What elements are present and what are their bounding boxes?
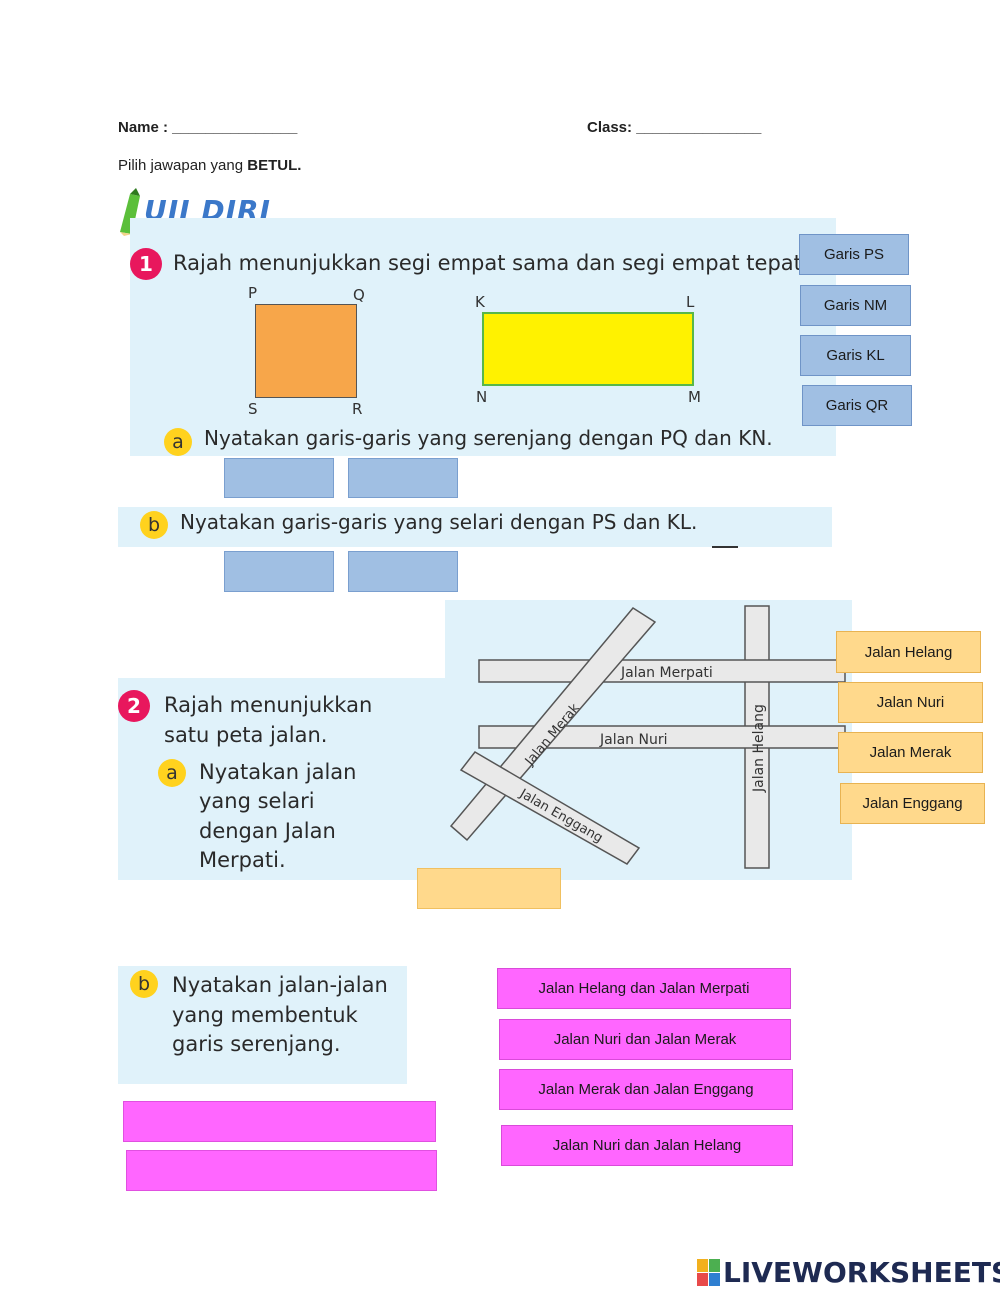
q1b-panel	[118, 507, 832, 547]
q1a-letter-badge: a	[164, 428, 192, 456]
name-field-label: Name : _______________	[118, 119, 298, 136]
q2b-line3: garis serenjang.	[172, 1032, 341, 1056]
label-l: L	[686, 293, 695, 311]
label-k: K	[475, 293, 485, 311]
option-garis-kl[interactable]: Garis KL	[800, 335, 911, 376]
q2-text-line1: Rajah menunjukkan	[164, 693, 373, 717]
q2b-line1: Nyatakan jalan-jalan	[172, 973, 388, 997]
q1b-answer-drop-2[interactable]	[348, 551, 458, 592]
q2a-line2: yang selari	[199, 789, 315, 813]
label-q: Q	[353, 286, 365, 304]
map-label-merpati: Jalan Merpati	[620, 665, 713, 681]
pencil-icon	[120, 188, 140, 236]
q2b-panel	[118, 966, 407, 1084]
label-s: S	[248, 400, 258, 418]
option-nuri-helang[interactable]: Jalan Nuri dan Jalan Helang	[501, 1125, 793, 1166]
q1b-answer-drop-1[interactable]	[224, 551, 334, 592]
q1a-answer-drop-1[interactable]	[224, 458, 334, 498]
option-garis-nm[interactable]: Garis NM	[800, 285, 911, 326]
option-nuri-merak[interactable]: Jalan Nuri dan Jalan Merak	[499, 1019, 791, 1060]
square-pqrs	[255, 304, 357, 398]
map-label-enggang: Jalan Enggang	[516, 786, 605, 846]
option-jalan-enggang[interactable]: Jalan Enggang	[840, 783, 985, 824]
option-jalan-nuri[interactable]: Jalan Nuri	[838, 682, 983, 723]
q2b-letter-badge: b	[130, 970, 158, 998]
option-merak-enggang[interactable]: Jalan Merak dan Jalan Enggang	[499, 1069, 793, 1110]
q2b-line2: yang membentuk	[172, 1003, 358, 1027]
label-n: N	[476, 388, 488, 406]
instruction: Pilih jawapan yang BETUL.	[118, 157, 302, 174]
option-jalan-merak[interactable]: Jalan Merak	[838, 732, 983, 773]
option-helang-merpati[interactable]: Jalan Helang dan Jalan Merpati	[497, 968, 791, 1009]
road-jalan-enggang	[459, 751, 641, 865]
liveworksheets-logo: LIVEWORKSHEETS	[697, 1256, 1000, 1289]
q2a-line3: dengan Jalan	[199, 819, 336, 843]
map-label-helang: Jalan Helang	[751, 704, 767, 793]
q1a-text: Nyatakan garis-garis yang serenjang deng…	[204, 426, 773, 450]
q2b-answer-drop-2[interactable]	[126, 1150, 437, 1191]
q2-text-line2: satu peta jalan.	[164, 723, 328, 747]
q1-number-badge: 1	[130, 248, 162, 280]
class-field-label: Class: _______________	[587, 119, 762, 136]
liveworksheets-text: LIVEWORKSHEETS	[723, 1256, 1000, 1289]
q1a-answer-drop-2[interactable]	[348, 458, 458, 498]
road-map: Jalan Merpati Jalan Nuri Jalan Merak Jal…	[449, 605, 846, 869]
label-p: P	[248, 284, 258, 302]
option-garis-qr[interactable]: Garis QR	[802, 385, 912, 426]
q1b-text: Nyatakan garis-garis yang selari dengan …	[180, 510, 698, 534]
label-m: M	[688, 388, 701, 406]
q2b-answer-drop-1[interactable]	[123, 1101, 436, 1142]
option-jalan-helang[interactable]: Jalan Helang	[836, 631, 981, 673]
q1b-underline-mark	[712, 546, 738, 548]
option-garis-ps[interactable]: Garis PS	[799, 234, 909, 275]
label-r: R	[352, 400, 363, 418]
q2a-answer-drop[interactable]	[417, 868, 561, 909]
q2a-line1: Nyatakan jalan	[199, 760, 357, 784]
q1-text: Rajah menunjukkan segi empat sama dan se…	[173, 251, 809, 275]
liveworksheets-icon	[697, 1258, 720, 1286]
rectangle-klmn	[482, 312, 694, 386]
q2-number-badge: 2	[118, 690, 150, 722]
q2a-letter-badge: a	[158, 759, 186, 787]
map-label-nuri: Jalan Nuri	[599, 732, 668, 748]
q2a-line4: Merpati.	[199, 848, 286, 872]
q1b-letter-badge: b	[140, 511, 168, 539]
